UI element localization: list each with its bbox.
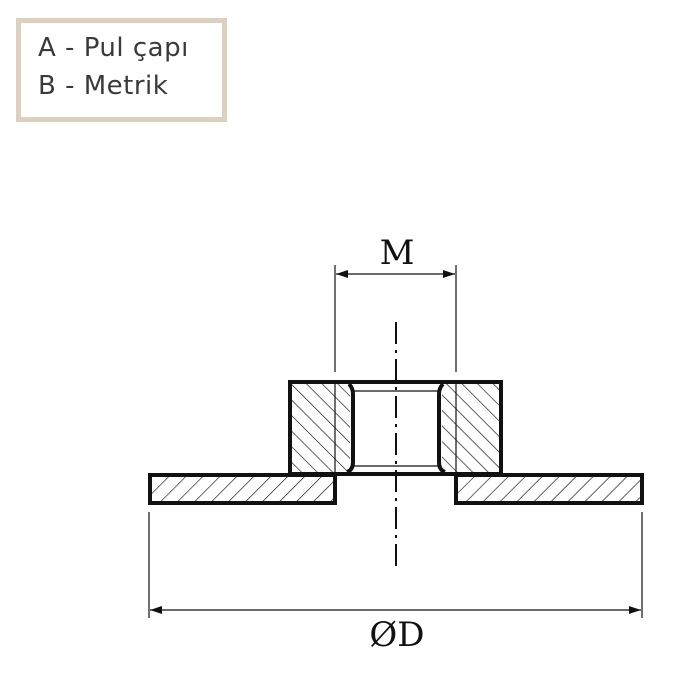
legend-item-b: B - Metrik bbox=[38, 71, 169, 101]
thread-dimension: M bbox=[334, 233, 457, 372]
thread-label: M bbox=[380, 233, 415, 273]
legend-item-a: A - Pul çapı bbox=[38, 33, 189, 63]
diameter-dimension: ØD bbox=[148, 512, 643, 655]
washer-flange bbox=[148, 473, 644, 505]
legend-box: A - Pul çapı B - Metrik bbox=[16, 18, 227, 122]
nut-section bbox=[288, 380, 503, 476]
diameter-label: ØD bbox=[369, 615, 424, 655]
